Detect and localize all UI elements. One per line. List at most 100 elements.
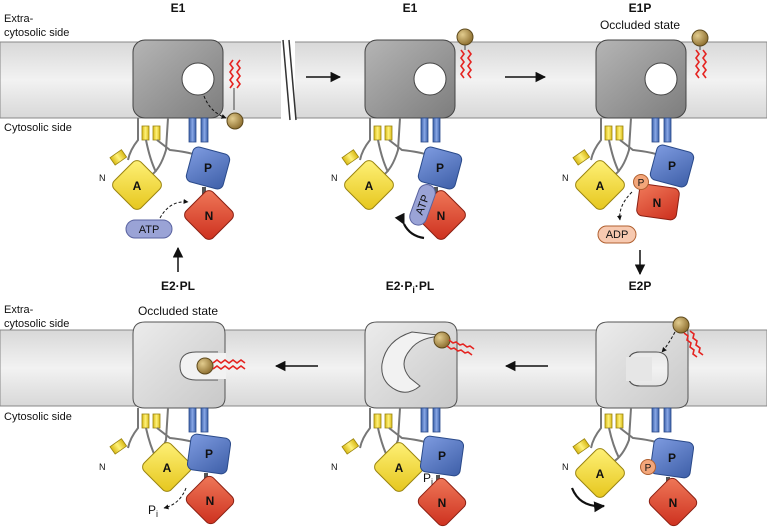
- panel-e2-pi-pl: N A P Pi N: [331, 321, 475, 527]
- n-terminus-label: N: [562, 462, 569, 472]
- lipid: [226, 59, 244, 130]
- atp-badge: [125, 219, 173, 239]
- p-domain-label: P: [436, 161, 444, 175]
- lipid-entry-arrow: [203, 95, 227, 119]
- adp-label: ADP: [606, 229, 629, 241]
- n-domain-label: N: [438, 496, 447, 510]
- n-domain-label: N: [669, 496, 678, 510]
- a-domain: [344, 160, 394, 210]
- state-title-e1p: E1P: [629, 1, 652, 15]
- lipid: [456, 28, 474, 79]
- transporter-body: [132, 39, 224, 119]
- a-domain-label: A: [596, 179, 605, 193]
- a-domain-label: A: [395, 461, 404, 475]
- p-domain-label: P: [438, 449, 446, 463]
- cyto-label-top: Cytosolic side: [4, 122, 72, 134]
- membrane-break: [281, 38, 297, 122]
- extra-label-top-2: cytosolic side: [4, 27, 69, 39]
- lipid-entry-arrow: [661, 331, 676, 353]
- n-domain-label: N: [206, 494, 215, 508]
- transporter-body: [364, 39, 456, 119]
- n-domain: [648, 477, 698, 527]
- phosphate-label: P: [638, 178, 645, 189]
- state-title-e2p: E2P: [629, 279, 652, 293]
- a-domain-label: A: [596, 467, 605, 481]
- atp-binding-arrow: [159, 199, 189, 219]
- subtitle-occluded-bottom: Occluded state: [138, 304, 218, 318]
- a-domain-label: A: [365, 179, 374, 193]
- p-domain: [417, 146, 463, 190]
- p-domain: [649, 144, 695, 188]
- n-terminus-label: N: [331, 462, 338, 472]
- a-domain-label: A: [163, 461, 172, 475]
- a-domain: [575, 160, 625, 210]
- a-domain-rotation-arrow: [570, 487, 606, 513]
- panel-e2p: N A P P N: [562, 316, 704, 527]
- pi-release-arrow: [163, 487, 187, 510]
- n-domain-label: N: [653, 196, 662, 210]
- state-title-e1-second: E1: [403, 1, 418, 15]
- n-domain-label: N: [437, 209, 446, 223]
- binding-cleft: [381, 331, 447, 393]
- extra-label-bot-2: cytosolic side: [4, 318, 69, 330]
- pi-label: Pi: [423, 471, 433, 487]
- extra-label-bot-1: Extra-: [4, 304, 34, 316]
- n-terminus-label: N: [99, 173, 106, 183]
- adp-release-arrow: [616, 191, 633, 221]
- lipid-head: [456, 28, 474, 46]
- p-domain-label: P: [668, 451, 676, 465]
- adp-badge: [597, 225, 637, 244]
- state-title-e1-first: E1: [171, 1, 186, 15]
- transporter-body: [364, 321, 458, 409]
- lipid: [196, 357, 246, 375]
- lipid-head: [226, 112, 244, 130]
- extra-label-top-1: Extra-: [4, 13, 34, 25]
- atp-label: ATP: [139, 224, 160, 236]
- lipid: [691, 29, 709, 79]
- n-terminus-label: N: [331, 173, 338, 183]
- pi-label: Pi: [148, 503, 158, 519]
- panel-e1p: N A P N P ADP: [562, 29, 709, 244]
- cyto-label-bot: Cytosolic side: [4, 411, 72, 423]
- a-domain: [142, 442, 192, 492]
- n-domain: [184, 190, 234, 240]
- atp-badge: [409, 184, 436, 226]
- subtitle-occluded-top: Occluded state: [600, 18, 680, 32]
- p-domain-label: P: [205, 447, 213, 461]
- n-domain-label: N: [205, 209, 214, 223]
- lipid-head: [672, 316, 690, 334]
- p-domain: [419, 435, 465, 477]
- state-title-e2-pi-pl: E2·Pi·PL: [386, 279, 435, 295]
- lipid-head: [196, 357, 214, 375]
- a-domain: [575, 448, 625, 498]
- binding-pocket: [181, 62, 215, 96]
- state-title-e2-pl: E2·PL: [161, 279, 195, 293]
- n-terminus-label: N: [99, 462, 106, 472]
- p-domain: [186, 433, 232, 475]
- panel-e2-pl: N A P N Pi: [99, 321, 246, 525]
- p-domain: [185, 146, 231, 190]
- phosphate-badge: [640, 459, 656, 475]
- transporter-body: [132, 321, 226, 409]
- phosphate-badge: [633, 174, 649, 190]
- a-domain-label: A: [133, 179, 142, 193]
- binding-pocket: [644, 62, 678, 96]
- a-domain: [112, 160, 162, 210]
- panel-e1-first: N A P N ATP: [99, 39, 244, 240]
- n-domain: [185, 475, 235, 525]
- lipid-head: [691, 29, 709, 47]
- p-domain: [649, 437, 695, 479]
- p-domain-label: P: [204, 161, 212, 175]
- p-domain-label: P: [668, 159, 676, 173]
- n-domain-rotation-arrow: [394, 212, 425, 240]
- a-domain: [374, 442, 424, 492]
- n-terminus-label: N: [562, 173, 569, 183]
- phosphate-label: P: [645, 463, 652, 474]
- lipid: [433, 331, 475, 356]
- panel-e1-second: N A P N ATP: [331, 28, 474, 240]
- lipid: [672, 316, 704, 358]
- binding-pocket: [413, 62, 447, 96]
- n-domain: [636, 183, 680, 221]
- n-domain: [417, 477, 467, 527]
